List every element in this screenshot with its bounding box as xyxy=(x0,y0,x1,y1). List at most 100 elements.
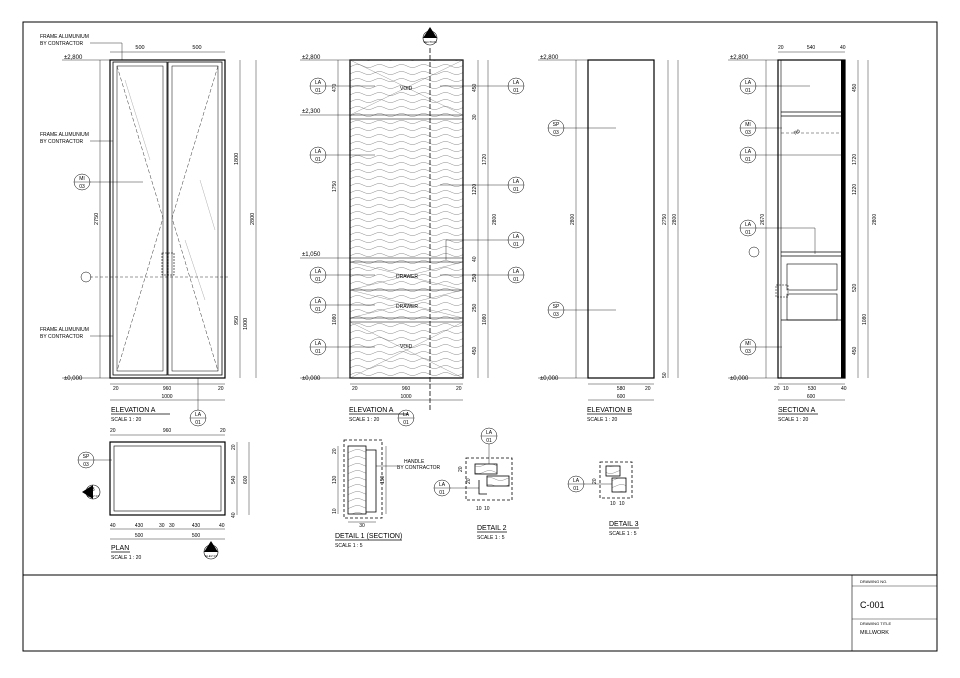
svg-text:SP: SP xyxy=(553,304,560,310)
view-scale: SCALE 1 : 20 xyxy=(349,417,380,423)
handle-right xyxy=(167,252,175,276)
dim-text: 20 xyxy=(778,45,784,51)
svg-text:03: 03 xyxy=(745,349,751,355)
dim-text: 50 xyxy=(662,372,668,378)
dim-text: 20 xyxy=(110,428,116,434)
dim-text: 430 xyxy=(192,523,201,529)
view-scale: SCALE 1 : 5 xyxy=(335,543,363,549)
dim-text: 2750 xyxy=(94,213,100,225)
dim-text: 960 xyxy=(163,428,172,434)
svg-text:MI: MI xyxy=(745,122,751,128)
level: ±1,050 xyxy=(302,252,321,258)
elevation-b: ±2,800 ±0,000 2800 2750 2800 50 580 20 6… xyxy=(538,55,679,423)
tag-text: 03 xyxy=(79,184,85,190)
detail-1: HANDLE BY CONTRACTOR 20 130 10 150 30 DE… xyxy=(332,439,441,549)
dim-text: 530 xyxy=(808,386,817,392)
view-scale: SCALE 1 : 20 xyxy=(778,417,809,423)
elevation-a-wood: A SECTION VOID DRAWER DRAWER VOID ±2,800… xyxy=(300,27,525,427)
profile xyxy=(605,465,621,477)
svg-text:ELEV 01: ELEV 01 xyxy=(205,554,217,558)
dim-text: 500 xyxy=(135,533,144,539)
sheet-border xyxy=(22,21,938,652)
carcass-outline xyxy=(777,59,846,379)
svg-text:01: 01 xyxy=(315,277,321,283)
svg-text:LA: LA xyxy=(745,222,752,228)
dim-text: 500 xyxy=(192,45,201,51)
dim-text: 540 xyxy=(807,45,816,51)
drawing-no: C-001 xyxy=(860,600,885,610)
dim-text: 450 xyxy=(472,83,478,92)
section-marker-arrow xyxy=(423,27,437,38)
label-void: VOID xyxy=(400,86,413,92)
drawer-cross xyxy=(349,261,464,291)
label-drawer: DRAWER xyxy=(396,304,418,310)
svg-text:LA: LA xyxy=(315,341,322,347)
dim-text: 1220 xyxy=(472,184,478,195)
dim-text: 150 xyxy=(380,475,386,484)
la-tag: LA 01 xyxy=(309,338,375,356)
level-top: ±2,800 xyxy=(540,55,559,61)
detail-box xyxy=(775,284,789,298)
dim-text: 20 xyxy=(456,386,462,392)
joint xyxy=(478,480,487,495)
dim-text: 1720 xyxy=(482,154,488,165)
dim-text: 2670 xyxy=(760,214,766,225)
dim-text: 40 xyxy=(110,523,116,529)
section-marker-ref: SECTION xyxy=(423,40,436,44)
svg-text:LA: LA xyxy=(403,412,410,418)
handle-profile xyxy=(366,449,377,513)
view-title: ELEVATION A xyxy=(111,407,156,414)
dim-text: 2750 xyxy=(662,214,668,225)
wood-panel xyxy=(349,59,464,379)
svg-text:01: 01 xyxy=(315,349,321,355)
void-cross xyxy=(349,59,464,116)
dim-text: 950 xyxy=(234,316,240,325)
dim-text: 600 xyxy=(807,394,816,400)
dim-text: 20 xyxy=(458,466,464,472)
svg-text:LA: LA xyxy=(439,482,446,488)
elevation-marker-a: A ELEV 01 xyxy=(203,541,219,560)
dim-text: 130 xyxy=(332,475,338,484)
dim-text: 600 xyxy=(243,475,249,484)
drawer-1 xyxy=(786,263,838,291)
svg-text:01: 01 xyxy=(513,277,519,283)
dim-text: 520 xyxy=(852,283,858,292)
door-profile xyxy=(841,60,845,378)
plan-inner xyxy=(113,445,222,512)
view-scale: SCALE 1 : 5 xyxy=(477,535,505,541)
dim-text: 1720 xyxy=(852,154,858,165)
dim-text: 1080 xyxy=(862,314,868,325)
level: ±2,800 xyxy=(302,55,321,61)
svg-text:LA: LA xyxy=(486,430,493,436)
svg-text:LA: LA xyxy=(513,269,520,275)
view-title: PLAN xyxy=(111,545,129,552)
view-scale: SCALE 1 : 20 xyxy=(587,417,618,423)
elevation-a-doors: ±2,800 ±0,000 FRAME ALUMUNIUM BY CONTRAC… xyxy=(40,34,257,427)
level-bottom: ±0,000 xyxy=(64,376,83,382)
svg-text:ELEV 01: ELEV 01 xyxy=(87,494,99,498)
svg-text:SP: SP xyxy=(83,454,90,460)
section-a: R5 ±2,800 ±0,000 20 540 40 2670 450 1720… xyxy=(728,45,878,423)
view-scale: SCALE 1 : 5 xyxy=(609,531,637,537)
dim-text: 20 xyxy=(332,448,338,454)
dim-text: 30 xyxy=(359,523,365,529)
dim-text: 20 xyxy=(466,478,472,484)
handle-note-1: HANDLE xyxy=(404,459,425,465)
void-cross xyxy=(349,321,464,379)
left-door-swing xyxy=(116,65,164,372)
frame-note-2: BY CONTRACTOR xyxy=(40,139,84,145)
svg-text:SP: SP xyxy=(553,122,560,128)
dim-text: 2800 xyxy=(570,214,576,225)
detail-frame xyxy=(343,439,383,519)
plan-outline xyxy=(109,441,226,516)
dim-text: 1750 xyxy=(332,181,338,192)
